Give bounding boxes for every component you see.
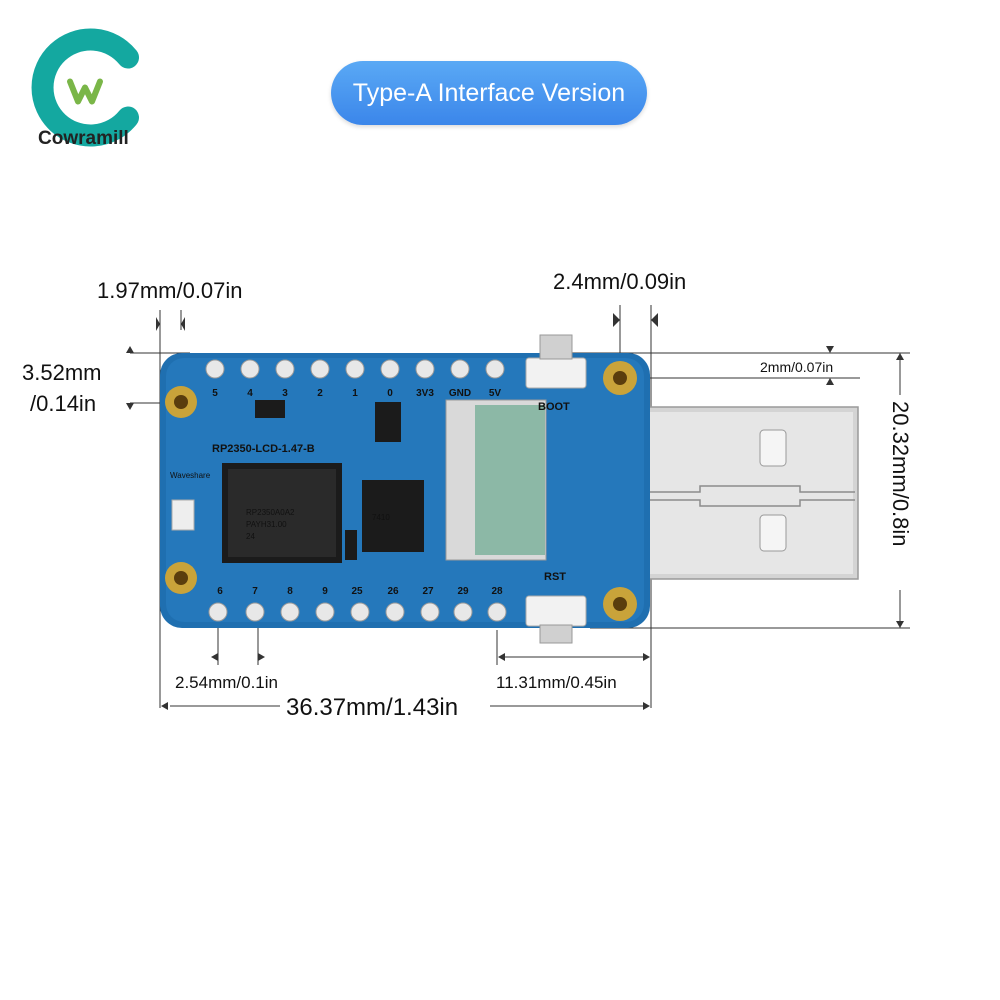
pin-label: 26 (387, 586, 399, 597)
board-maker-label: Waveshare (170, 471, 211, 480)
flash-text: 7410 (372, 513, 390, 522)
pin-label: 1 (352, 388, 358, 399)
pcb (160, 334, 650, 644)
pin-label: 7 (252, 586, 258, 597)
chip-text-3: 24 (246, 532, 255, 541)
pin-label: 3 (282, 388, 288, 399)
pin-label: 29 (457, 586, 469, 597)
pin-label: 2 (317, 388, 323, 399)
pin-label: 5 (212, 388, 218, 399)
dim-connector-gap: 2.4mm/0.09in (553, 269, 686, 294)
chip-text-2: PAYH31.00 (246, 520, 287, 529)
dim-hole-offset-x: 1.97mm/0.07in (97, 278, 243, 303)
dim-height: 20.32mm/0.8in (888, 401, 913, 547)
pin-label: GND (449, 388, 471, 399)
pin-label: 5V (489, 388, 502, 399)
dim-hole-offset-y-in: /0.14in (30, 391, 96, 416)
rst-label: RST (544, 571, 566, 583)
dim-edge-gap: 2mm/0.07in (760, 359, 833, 375)
pin-label: 0 (387, 388, 393, 399)
version-title-badge: Type-A Interface Version (331, 61, 647, 125)
pin-label: 25 (351, 586, 363, 597)
pin-label: 4 (247, 388, 253, 399)
chip-text-1: RP2350A0A2 (246, 508, 295, 517)
pin-label: 8 (287, 586, 293, 597)
dim-connector-length: 11.31mm/0.45in (496, 673, 617, 692)
boot-label: BOOT (538, 401, 570, 413)
pin-label: 3V3 (416, 388, 434, 399)
pin-label: 9 (322, 586, 328, 597)
dim-total-length: 36.37mm/1.43in (286, 694, 458, 721)
dim-hole-offset-y-mm: 3.52mm (22, 360, 101, 385)
pin-label: 28 (491, 586, 503, 597)
pin-label: 27 (422, 586, 434, 597)
pin-label: 6 (217, 586, 223, 597)
usb-a-connector (623, 406, 859, 580)
dim-pin-pitch: 2.54mm/0.1in (175, 673, 278, 692)
cowramill-logo (31, 28, 139, 147)
brand-name: Cowramill (38, 128, 129, 149)
board-model-label: RP2350-LCD-1.47-B (212, 443, 315, 455)
